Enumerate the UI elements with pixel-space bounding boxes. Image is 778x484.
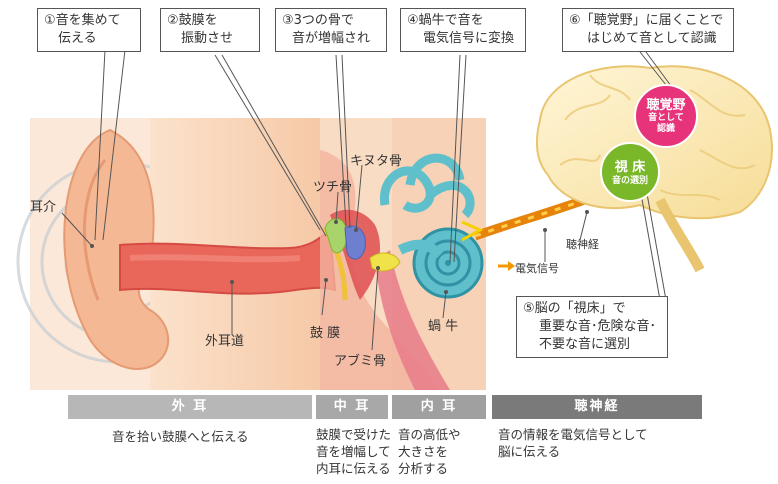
label-malleus: ツチ骨 xyxy=(313,180,353,195)
desc-middle-line-3: 内耳に伝える xyxy=(316,461,391,476)
pinna-fold xyxy=(82,159,107,301)
callout-6-line-1: ⑥「聴覚野」に届くことで xyxy=(569,13,724,28)
callout-1-line-2: 伝える xyxy=(58,31,97,46)
label-cochlea: 蝸 牛 xyxy=(428,319,459,334)
thalamus-circle: 視 床 音の選別 xyxy=(600,142,660,202)
callout-1-line-1: ①音を集めて xyxy=(44,13,121,28)
section-bar-inner-ear: 内 耳 xyxy=(392,395,486,419)
callout-6-line-2: はじめて音として認識 xyxy=(587,31,717,46)
callout-5-line-3: 不要な音に選別 xyxy=(539,337,631,352)
desc-outer-ear: 音を拾い鼓膜へと伝える xyxy=(112,428,249,445)
callout-recognize: ⑥「聴覚野」に届くことで はじめて音として認識 xyxy=(562,8,734,52)
section-bar-auditory-nerve: 聴神経 xyxy=(492,395,702,419)
leader-lines xyxy=(61,49,675,351)
auditory-cortex-sub-2: 認識 xyxy=(656,124,675,134)
label-electric-signal: 電気信号 xyxy=(515,262,559,275)
desc-inner-line-2: 大きさを xyxy=(398,444,449,459)
desc-middle-ear: 鼓膜で受けた 音を増幅して 内耳に伝える xyxy=(316,426,391,477)
desc-outer-line-1: 音を拾い鼓膜へと伝える xyxy=(112,429,249,444)
callout-3-line-1: ③3つの骨で xyxy=(282,13,354,28)
desc-inner-line-3: 分析する xyxy=(398,461,449,476)
label-stapes: アブミ骨 xyxy=(334,354,387,369)
callout-2-line-1: ②鼓膜を xyxy=(167,13,218,28)
thalamus-title: 視 床 xyxy=(614,160,646,175)
callout-vibrate-eardrum: ②鼓膜を 振動させ xyxy=(160,8,260,52)
callout-thalamus: ⑤脳の「視床」で 重要な音･危険な音･ 不要な音に選別 xyxy=(516,296,668,358)
incus-shape xyxy=(344,225,366,260)
auditory-cortex-circle: 聴覚野 音として 認識 xyxy=(634,84,698,148)
section-bar-middle-ear: 中 耳 xyxy=(316,395,388,419)
callout-3-line-2: 音が増幅され xyxy=(292,31,371,46)
label-eardrum: 鼓 膜 xyxy=(310,326,341,341)
desc-nerve-line-1: 音の情報を電気信号として xyxy=(498,427,648,442)
desc-inner-ear: 音の高低や 大きさを 分析する xyxy=(398,426,461,477)
label-ear-canal: 外耳道 xyxy=(205,334,245,349)
callout-collect-sound: ①音を集めて 伝える xyxy=(37,8,141,52)
auditory-cortex-sub-1: 音として xyxy=(648,113,684,123)
desc-middle-line-2: 音を増幅して xyxy=(316,444,391,459)
cochlea-shape xyxy=(380,153,475,219)
callout-4-line-2: 電気信号に変換 xyxy=(423,31,515,46)
callout-4-line-1: ④蝸牛で音を xyxy=(407,13,484,28)
auditory-cortex-title: 聴覚野 xyxy=(646,98,686,113)
desc-middle-line-1: 鼓膜で受けた xyxy=(316,427,392,442)
callout-amplify: ③3つの骨で 音が増幅され xyxy=(275,8,387,52)
callout-2-line-2: 振動させ xyxy=(181,31,234,46)
label-auditory-nerve: 聴神経 xyxy=(566,238,599,251)
label-incus: キヌタ骨 xyxy=(350,154,403,169)
callout-5-line-2: 重要な音･危険な音･ xyxy=(539,319,657,334)
section-bar-outer-ear: 外 耳 xyxy=(68,395,312,419)
desc-inner-line-1: 音の高低や xyxy=(398,427,461,442)
thalamus-sub: 音の選別 xyxy=(611,176,648,186)
desc-nerve-line-2: 脳に伝える xyxy=(498,444,561,459)
desc-auditory-nerve: 音の情報を電気信号として 脳に伝える xyxy=(498,426,648,460)
label-pinna: 耳介 xyxy=(30,200,57,215)
callout-5-line-1: ⑤脳の「視床」で xyxy=(523,301,626,316)
callout-convert-signal: ④蝸牛で音を 電気信号に変換 xyxy=(400,8,526,52)
